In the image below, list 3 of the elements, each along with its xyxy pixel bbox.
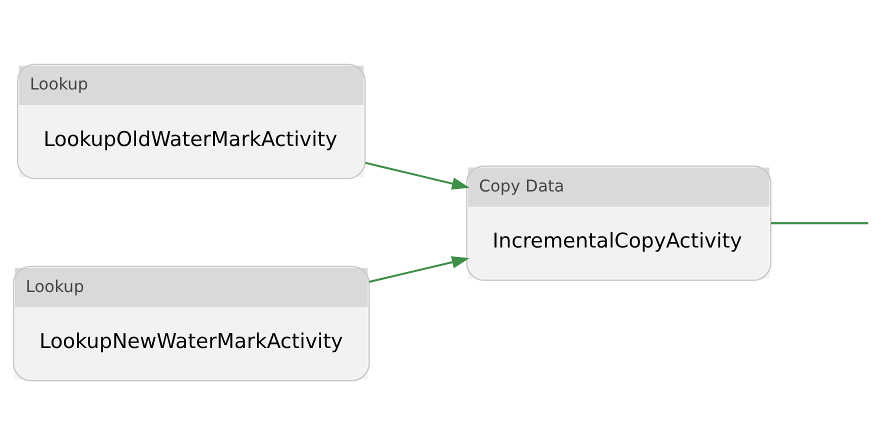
connector xyxy=(771,222,868,224)
arrow xyxy=(365,161,470,190)
arrow xyxy=(368,256,470,282)
